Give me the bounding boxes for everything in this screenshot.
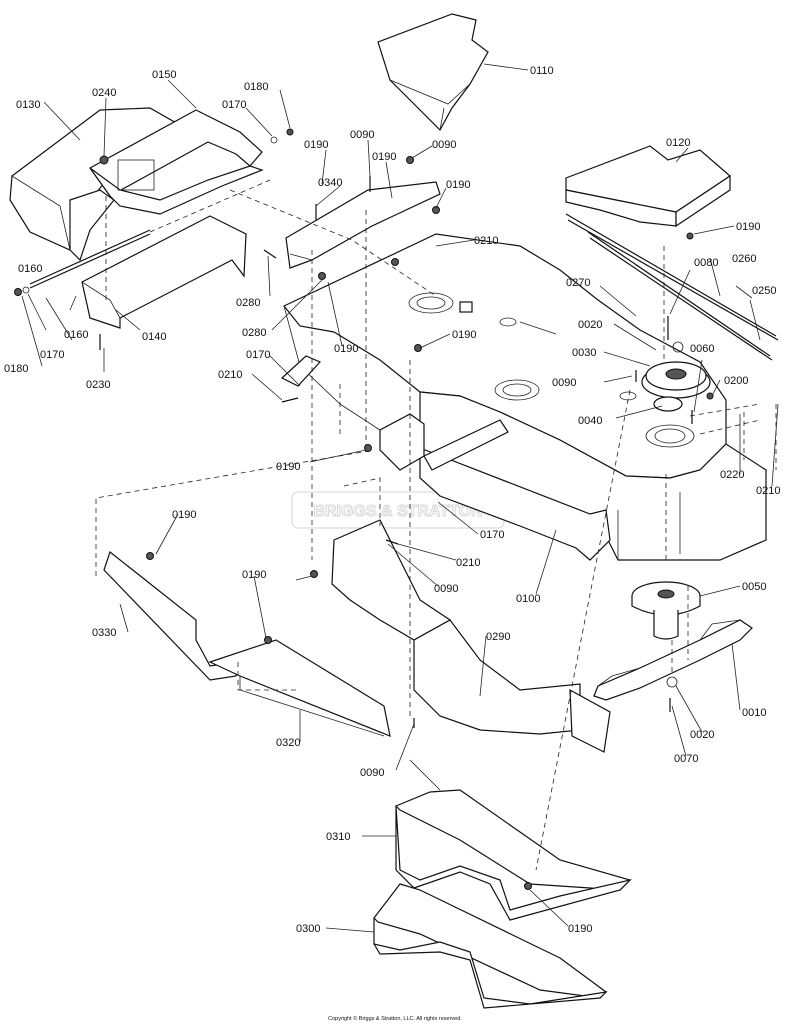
label-0190-e: 0190 (334, 343, 358, 355)
label-0020-b: 0020 (690, 729, 714, 741)
label-0090-e: 0090 (360, 767, 384, 779)
label-0230: 0230 (86, 379, 110, 391)
label-0020-a: 0020 (578, 319, 602, 331)
label-0190-b: 0190 (372, 151, 396, 163)
part-0310-panel (394, 759, 632, 921)
leader-lines (21, 63, 779, 933)
label-0260: 0260 (732, 253, 756, 265)
label-0280-b: 0280 (242, 327, 266, 339)
part-0110-cover (377, 13, 489, 131)
label-0200: 0200 (724, 375, 748, 387)
part-0280-plate (285, 181, 441, 269)
label-0170-d: 0170 (480, 529, 504, 541)
label-0140: 0140 (142, 331, 166, 343)
label-0190-d: 0190 (736, 221, 760, 233)
label-0320: 0320 (276, 737, 300, 749)
part-0030-pulley (641, 361, 711, 412)
label-0210-d: 0210 (456, 557, 480, 569)
label-0300: 0300 (296, 923, 320, 935)
label-0040: 0040 (578, 415, 602, 427)
part-0300-panel (373, 883, 608, 1009)
label-0190-h: 0190 (172, 509, 196, 521)
label-0170-c: 0170 (246, 349, 270, 361)
label-0190-f: 0190 (452, 329, 476, 341)
label-0070: 0070 (674, 753, 698, 765)
label-0180-b: 0180 (4, 363, 28, 375)
label-0190-c: 0190 (446, 179, 470, 191)
label-0290: 0290 (486, 631, 510, 643)
label-0030: 0030 (572, 347, 596, 359)
label-0110: 0110 (530, 65, 554, 77)
label-0090-b: 0090 (432, 139, 456, 151)
label-0340: 0340 (318, 177, 342, 189)
label-0210-a: 0210 (474, 235, 498, 247)
label-0050: 0050 (742, 581, 766, 593)
label-0010: 0010 (742, 707, 766, 719)
part-0050-spindle (631, 581, 701, 640)
assembly-lines (95, 189, 777, 871)
part-0160-shaft (29, 179, 271, 289)
part-0290-baffle (331, 519, 611, 753)
label-0240: 0240 (92, 87, 116, 99)
label-0190-j: 0190 (568, 923, 592, 935)
label-0090-c: 0090 (552, 377, 576, 389)
part-0010-blade (593, 619, 753, 701)
label-0120: 0120 (666, 137, 690, 149)
label-0160-b: 0160 (64, 329, 88, 341)
label-0190-g: 0190 (276, 461, 300, 473)
label-0190-i: 0190 (242, 569, 266, 581)
part-0150-bracket (89, 109, 264, 215)
label-0330: 0330 (92, 627, 116, 639)
label-0100: 0100 (516, 593, 540, 605)
hardware (14, 128, 714, 890)
label-0090-d: 0090 (434, 583, 458, 595)
label-0060: 0060 (690, 343, 714, 355)
label-0160: 0160 (18, 263, 42, 275)
label-0270: 0270 (566, 277, 590, 289)
label-0250: 0250 (752, 285, 776, 297)
label-0210-c: 0210 (218, 369, 242, 381)
label-0210-b: 0210 (756, 485, 780, 497)
label-0130: 0130 (16, 99, 40, 111)
part-0100-deck (280, 233, 767, 561)
label-0090-a: 0090 (350, 129, 374, 141)
label-0180: 0180 (244, 81, 268, 93)
label-0170: 0170 (222, 99, 246, 111)
copyright-notice: Copyright © Briggs & Stratton, LLC. All … (328, 1015, 462, 1022)
part-0140-guard (81, 215, 247, 329)
label-0280-a: 0280 (236, 297, 260, 309)
label-0220: 0220 (720, 469, 744, 481)
label-0150: 0150 (152, 69, 176, 81)
label-0080: 0080 (694, 257, 718, 269)
label-0310: 0310 (326, 831, 350, 843)
part-0120-belt-cover (565, 145, 731, 228)
label-0170-b: 0170 (40, 349, 64, 361)
part-0130-hood (9, 107, 180, 262)
part-labels: 0130 0240 0150 0180 0170 0110 0120 0190 … (4, 65, 780, 935)
watermark-text: BRIGGS & STRATTON (313, 503, 482, 520)
label-0190-a: 0190 (304, 139, 328, 151)
